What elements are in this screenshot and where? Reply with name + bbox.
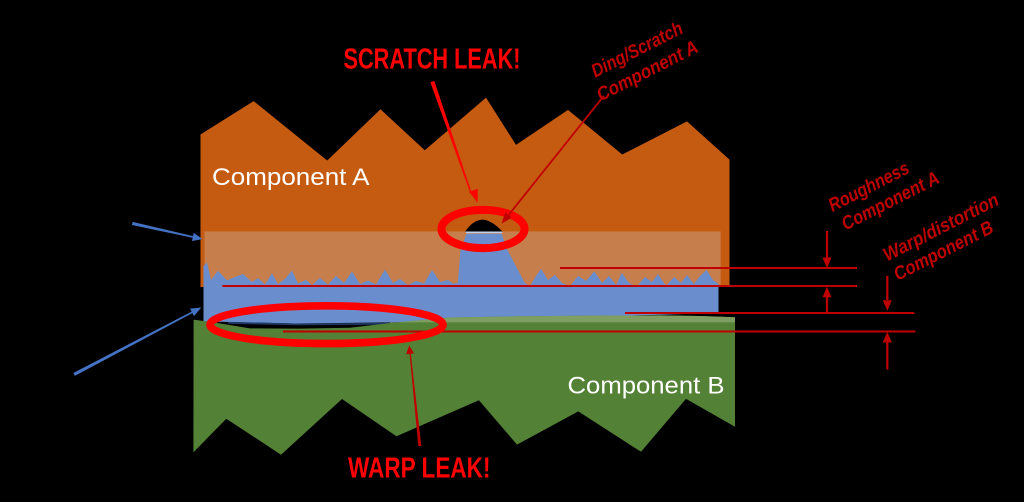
svg-text:Component B: Component B — [568, 373, 725, 400]
svg-text:WARP LEAK!: WARP LEAK! — [348, 452, 491, 484]
svg-text:SCRATCH LEAK!: SCRATCH LEAK! — [344, 44, 521, 76]
svg-text:Component A: Component A — [212, 164, 370, 191]
